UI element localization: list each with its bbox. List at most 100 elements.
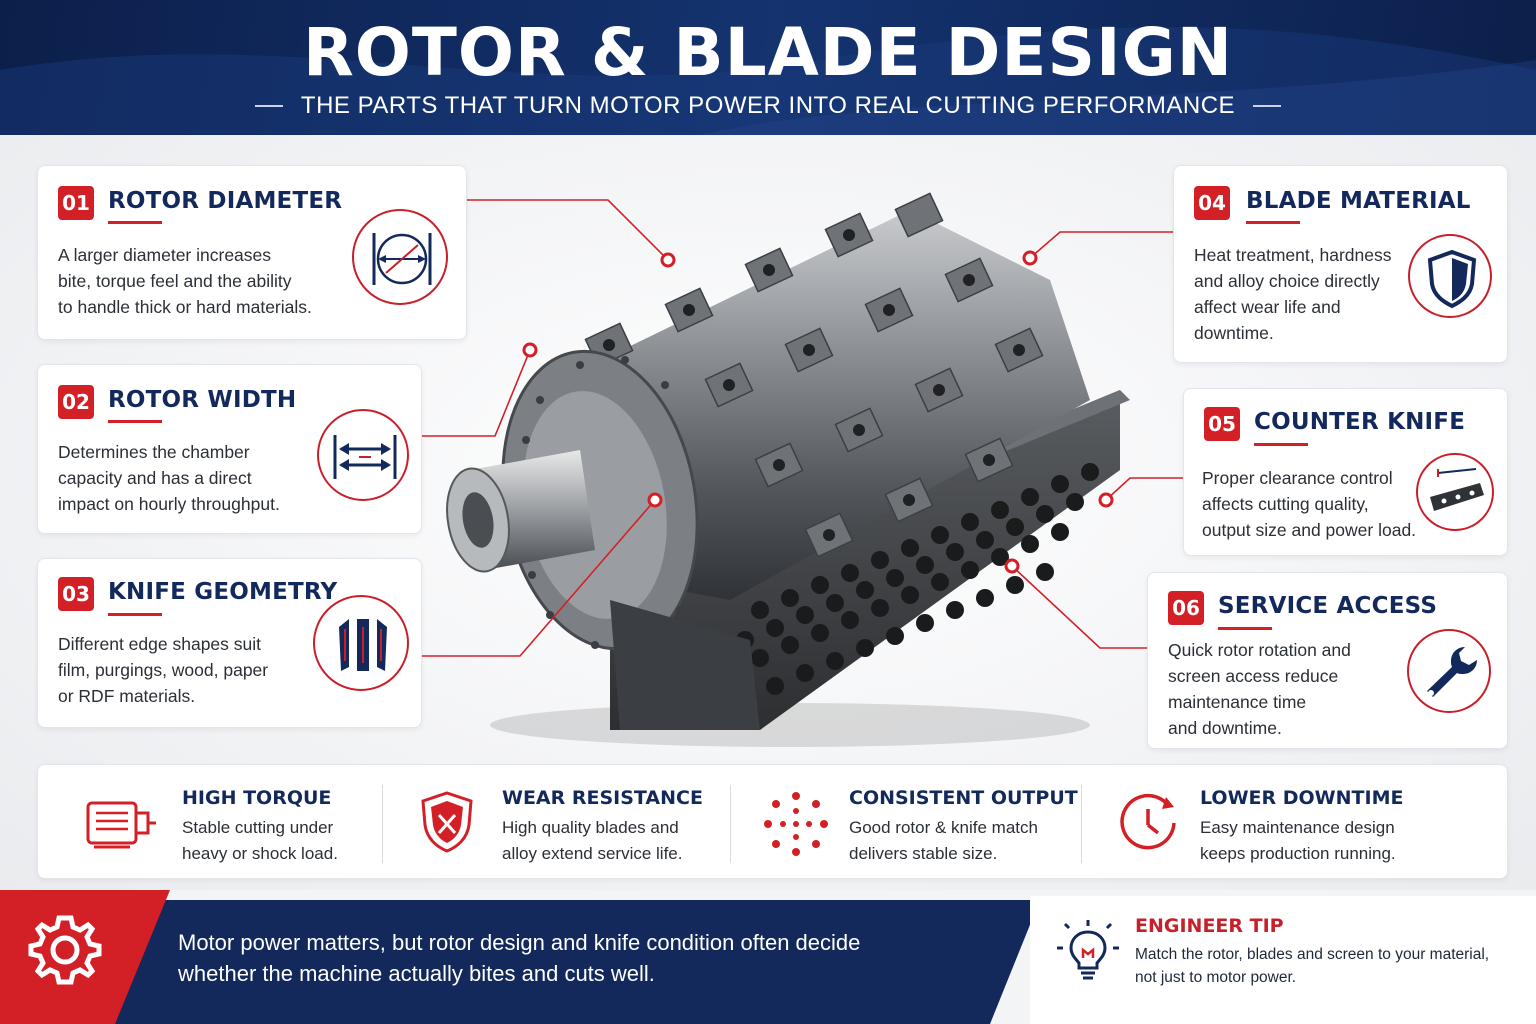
feature-line: Stable cutting under (182, 818, 334, 837)
card-counter-knife: 05 COUNTER KNIFE Proper clearance contro… (1183, 388, 1508, 556)
card-description: A larger diameter increases bite, torque… (58, 242, 348, 320)
feature-title: WEAR RESISTANCE (502, 787, 703, 809)
feature-description: Good rotor & knife match delivers stable… (849, 815, 1089, 867)
feature-line: Good rotor & knife match (849, 818, 1038, 837)
card-number: 01 (58, 186, 94, 220)
footer-message: Motor power matters, but rotor design an… (178, 927, 938, 989)
card-service-access: 06 SERVICE ACCESS Quick rotor rotation a… (1147, 572, 1508, 749)
card-knife-geometry: 03 KNIFE GEOMETRY Different edge shapes … (37, 558, 422, 728)
card-title-underline (1254, 443, 1308, 446)
knife-blades-icon (313, 595, 409, 691)
engineer-tip-box (1030, 896, 1536, 1024)
card-title: SERVICE ACCESS (1218, 593, 1438, 619)
shield-icon (1408, 234, 1492, 318)
card-description: Determines the chamber capacity and has … (58, 439, 318, 517)
footer-message-line: Motor power matters, but rotor design an… (178, 930, 861, 955)
card-line: impact on hourly throughput. (58, 494, 280, 514)
card-line: capacity and has a direct (58, 468, 252, 488)
card-number: 05 (1204, 407, 1240, 441)
card-line: output size and power load. (1202, 520, 1417, 540)
subtitle-rule-right (1253, 105, 1282, 107)
engineer-tip-title: ENGINEER TIP (1135, 915, 1284, 937)
card-title: BLADE MATERIAL (1246, 188, 1471, 214)
card-line: Different edge shapes suit (58, 634, 262, 654)
header-wave-decoration (0, 27, 1536, 135)
card-line: downtime. (1194, 323, 1274, 343)
motor-icon (86, 801, 156, 849)
dots-circle-icon (764, 792, 828, 856)
card-line: Quick rotor rotation and (1168, 640, 1351, 660)
clock-icon (1120, 793, 1176, 850)
card-title-underline (108, 221, 162, 224)
card-description: Heat treatment, hardness and alloy choic… (1194, 242, 1414, 346)
shredder-rotor-illustration (446, 192, 1130, 747)
feature-title: CONSISTENT OUTPUT (849, 787, 1078, 809)
feature-consistent-output: CONSISTENT OUTPUT Good rotor & knife mat… (731, 765, 1081, 880)
card-line: Determines the chamber (58, 442, 250, 462)
card-line: affect wear life and (1194, 297, 1341, 317)
width-arrows-icon (317, 409, 409, 501)
feature-line: alloy extend service life. (502, 844, 683, 863)
card-number: 06 (1168, 591, 1204, 625)
feature-line: heavy or shock load. (182, 844, 338, 863)
feature-description: Stable cutting under heavy or shock load… (182, 815, 422, 867)
card-title-underline (108, 420, 162, 423)
card-description: Proper clearance control affects cutting… (1202, 465, 1442, 543)
card-rotor-diameter: 01 ROTOR DIAMETER A larger diameter incr… (37, 165, 467, 340)
card-line: screen access reduce (1168, 666, 1339, 686)
page-title: ROTOR & BLADE DESIGN (302, 14, 1234, 91)
card-line: Heat treatment, hardness (1194, 245, 1392, 265)
engineer-tip-line: not just to motor power. (1135, 969, 1297, 986)
diameter-icon (352, 209, 448, 305)
card-line: and alloy choice directly (1194, 271, 1380, 291)
footer-banner (0, 890, 1040, 1024)
card-line: or RDF materials. (58, 686, 196, 706)
feature-line: Easy maintenance design (1200, 818, 1395, 837)
card-description: Quick rotor rotation and screen access r… (1168, 637, 1408, 741)
wrench-icon (1407, 629, 1491, 713)
card-line: affects cutting quality, (1202, 494, 1369, 514)
engineer-tip-line: Match the rotor, blades and screen to yo… (1135, 946, 1490, 963)
card-line: maintenance time (1168, 692, 1307, 712)
card-number: 02 (58, 385, 94, 419)
subtitle-rule-left (254, 105, 283, 107)
feature-title: LOWER DOWNTIME (1200, 787, 1404, 809)
gear-icon (28, 915, 102, 985)
card-line: to handle thick or hard materials. (58, 297, 312, 317)
card-rotor-width: 02 ROTOR WIDTH Determines the chamber ca… (37, 364, 422, 534)
feature-divider (730, 785, 731, 863)
card-title-underline (1218, 627, 1272, 630)
card-line: bite, torque feel and the ability (58, 271, 292, 291)
page-subtitle: THE PARTS THAT TURN MOTOR POWER INTO REA… (300, 92, 1236, 119)
card-number: 04 (1194, 186, 1230, 220)
card-line: Proper clearance control (1202, 468, 1393, 488)
shield-blade-icon (421, 791, 473, 853)
card-title-underline (108, 613, 162, 616)
card-line: and downtime. (1168, 718, 1282, 738)
card-title: KNIFE GEOMETRY (108, 579, 338, 605)
feature-line: delivers stable size. (849, 844, 998, 863)
feature-line: keeps production running. (1200, 844, 1396, 863)
card-number: 03 (58, 577, 94, 611)
card-title-underline (1246, 221, 1300, 224)
card-description: Different edge shapes suit film, purging… (58, 631, 318, 709)
card-title: ROTOR DIAMETER (108, 188, 343, 214)
feature-high-torque: HIGH TORQUE Stable cutting under heavy o… (38, 765, 383, 880)
feature-divider (382, 785, 383, 863)
card-blade-material: 04 BLADE MATERIAL Heat treatment, hardne… (1173, 165, 1508, 363)
counter-knife-icon (1416, 453, 1494, 531)
feature-wear-resistance: WEAR RESISTANCE High quality blades and … (383, 765, 731, 880)
feature-description: Easy maintenance design keeps production… (1200, 815, 1440, 867)
feature-divider (1081, 785, 1082, 863)
feature-title: HIGH TORQUE (182, 787, 332, 809)
lightbulb-icon (1057, 920, 1119, 980)
header-banner: ROTOR & BLADE DESIGN THE PARTS THAT TURN… (0, 0, 1536, 135)
subtitle-row: THE PARTS THAT TURN MOTOR POWER INTO REA… (0, 92, 1536, 120)
card-title: ROTOR WIDTH (108, 387, 297, 413)
feature-lower-downtime: LOWER DOWNTIME Easy maintenance design k… (1082, 765, 1507, 880)
engineer-tip-text: Match the rotor, blades and screen to yo… (1135, 943, 1515, 989)
footer-message-line: whether the machine actually bites and c… (178, 961, 655, 986)
card-title: COUNTER KNIFE (1254, 409, 1466, 435)
card-line: A larger diameter increases (58, 245, 272, 265)
feature-strip: HIGH TORQUE Stable cutting under heavy o… (37, 764, 1508, 879)
